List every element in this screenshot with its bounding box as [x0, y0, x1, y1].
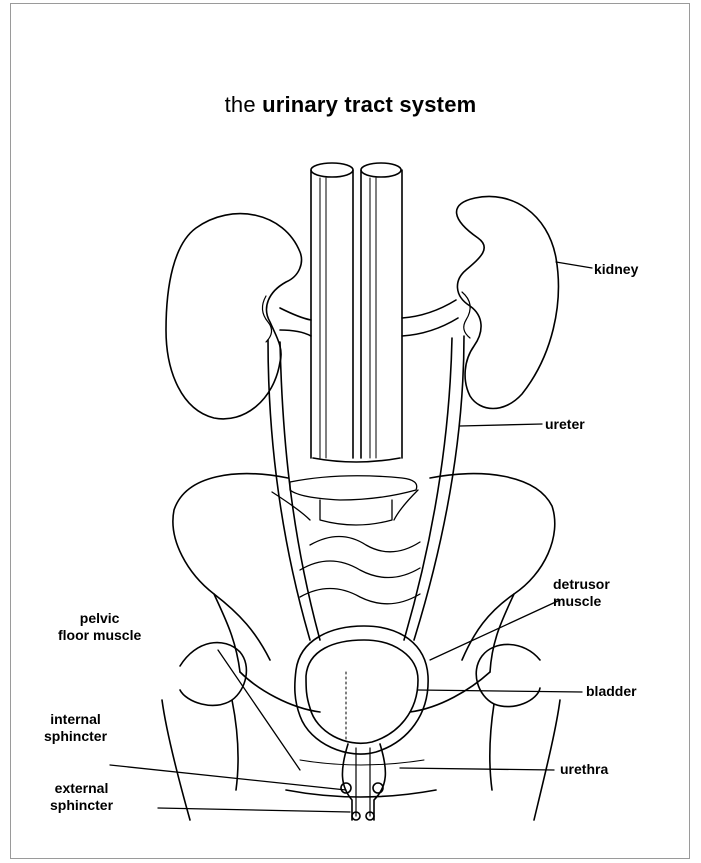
leader-lines	[110, 262, 592, 812]
bladder	[306, 640, 418, 743]
great-vessels	[280, 163, 458, 462]
label-internal-line2: sphincter	[44, 728, 107, 745]
label-kidney: kidney	[594, 261, 638, 278]
label-detrusor-line1: detrusor	[553, 576, 610, 593]
label-external-line2: sphincter	[50, 797, 113, 814]
label-pelvic-floor-muscle: pelvic floor muscle	[58, 610, 141, 644]
right-kidney	[457, 196, 559, 408]
label-detrusor-muscle: detrusor muscle	[553, 576, 610, 610]
label-urethra: urethra	[560, 761, 608, 778]
label-detrusor-line2: muscle	[553, 593, 610, 610]
label-bladder: bladder	[586, 683, 637, 700]
label-internal-sphincter: internal sphincter	[44, 711, 107, 745]
label-internal-line1: internal	[44, 711, 107, 728]
label-external-line1: external	[50, 780, 113, 797]
spine	[272, 476, 420, 604]
label-pelvic-line2: floor muscle	[58, 627, 141, 644]
label-external-sphincter: external sphincter	[50, 780, 113, 814]
ureters	[268, 336, 464, 640]
urethra	[341, 744, 385, 820]
detrusor-muscle	[295, 626, 428, 754]
label-ureter: ureter	[545, 416, 585, 433]
label-pelvic-line1: pelvic	[58, 610, 141, 627]
